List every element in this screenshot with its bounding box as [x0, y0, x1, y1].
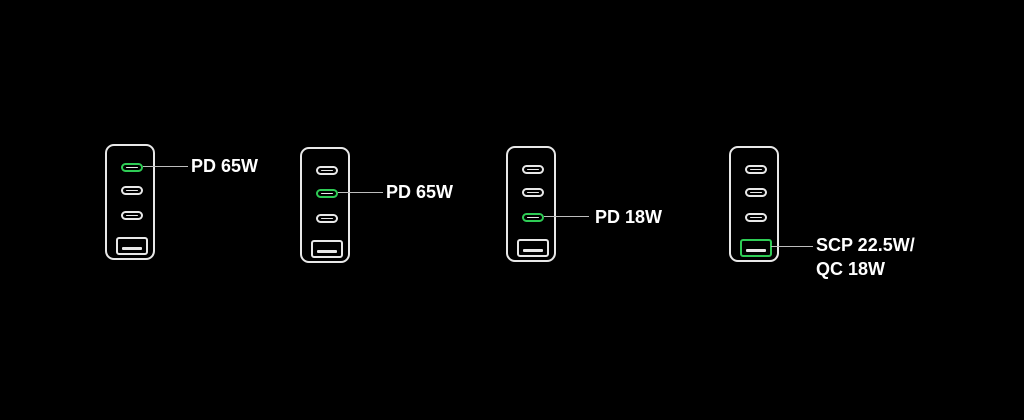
- usb-c-port-1: [121, 163, 143, 172]
- usb-c-port-3: [121, 211, 143, 220]
- usb-c-port-3: [745, 213, 767, 222]
- leader-line-4: [771, 246, 813, 247]
- usb-c-port-3: [522, 213, 544, 222]
- leader-line-2: [338, 192, 383, 193]
- charger-2: [300, 147, 350, 263]
- port-label-2: PD 65W: [386, 182, 454, 202]
- charger-3: [506, 146, 556, 262]
- charger-4: [729, 146, 779, 262]
- port-label-1: PD 65W: [191, 156, 259, 176]
- usb-a-port: [116, 237, 148, 255]
- usb-a-port: [740, 239, 772, 257]
- leader-line-3: [544, 216, 589, 217]
- usb-c-port-2: [522, 188, 544, 197]
- port-label-4-line1: SCP 22.5W/: [816, 235, 915, 255]
- usb-c-port-3: [316, 214, 338, 223]
- usb-c-port-1: [522, 165, 544, 174]
- usb-c-port-2: [745, 188, 767, 197]
- usb-c-port-2: [316, 189, 338, 198]
- port-label-3: PD 18W: [595, 207, 663, 227]
- usb-a-port: [517, 239, 549, 257]
- usb-c-port-1: [316, 166, 338, 175]
- leader-line-1: [143, 166, 188, 167]
- port-label-4-line2: QC 18W: [816, 259, 886, 279]
- usb-c-port-1: [745, 165, 767, 174]
- usb-a-port: [311, 240, 343, 258]
- usb-c-port-2: [121, 186, 143, 195]
- charger-1: [105, 144, 155, 260]
